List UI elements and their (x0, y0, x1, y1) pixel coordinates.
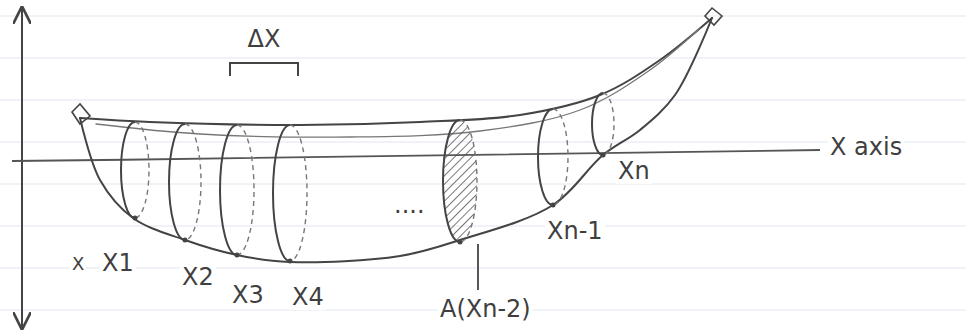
point-label: X3 (230, 282, 266, 308)
vertical-axis (21, 8, 23, 328)
point-label: Xn (616, 158, 652, 184)
ruled-lines (0, 16, 966, 310)
banana-outline (72, 8, 722, 262)
area-label: A(Xn-2) (438, 296, 533, 322)
leader-line (477, 244, 479, 290)
ellipsis-label: .... (392, 192, 427, 218)
point-label: X4 (290, 284, 326, 310)
axis-label: X axis (828, 134, 904, 160)
delta-bracket (230, 63, 298, 76)
cross-sections (121, 93, 614, 264)
point-label: X1 (100, 250, 136, 276)
point-label: Xn-1 (545, 218, 605, 244)
point-label: X2 (180, 264, 216, 290)
x-axis-line (12, 150, 820, 161)
point-label: X (70, 254, 86, 274)
dimension-label: ΔX (246, 26, 283, 52)
